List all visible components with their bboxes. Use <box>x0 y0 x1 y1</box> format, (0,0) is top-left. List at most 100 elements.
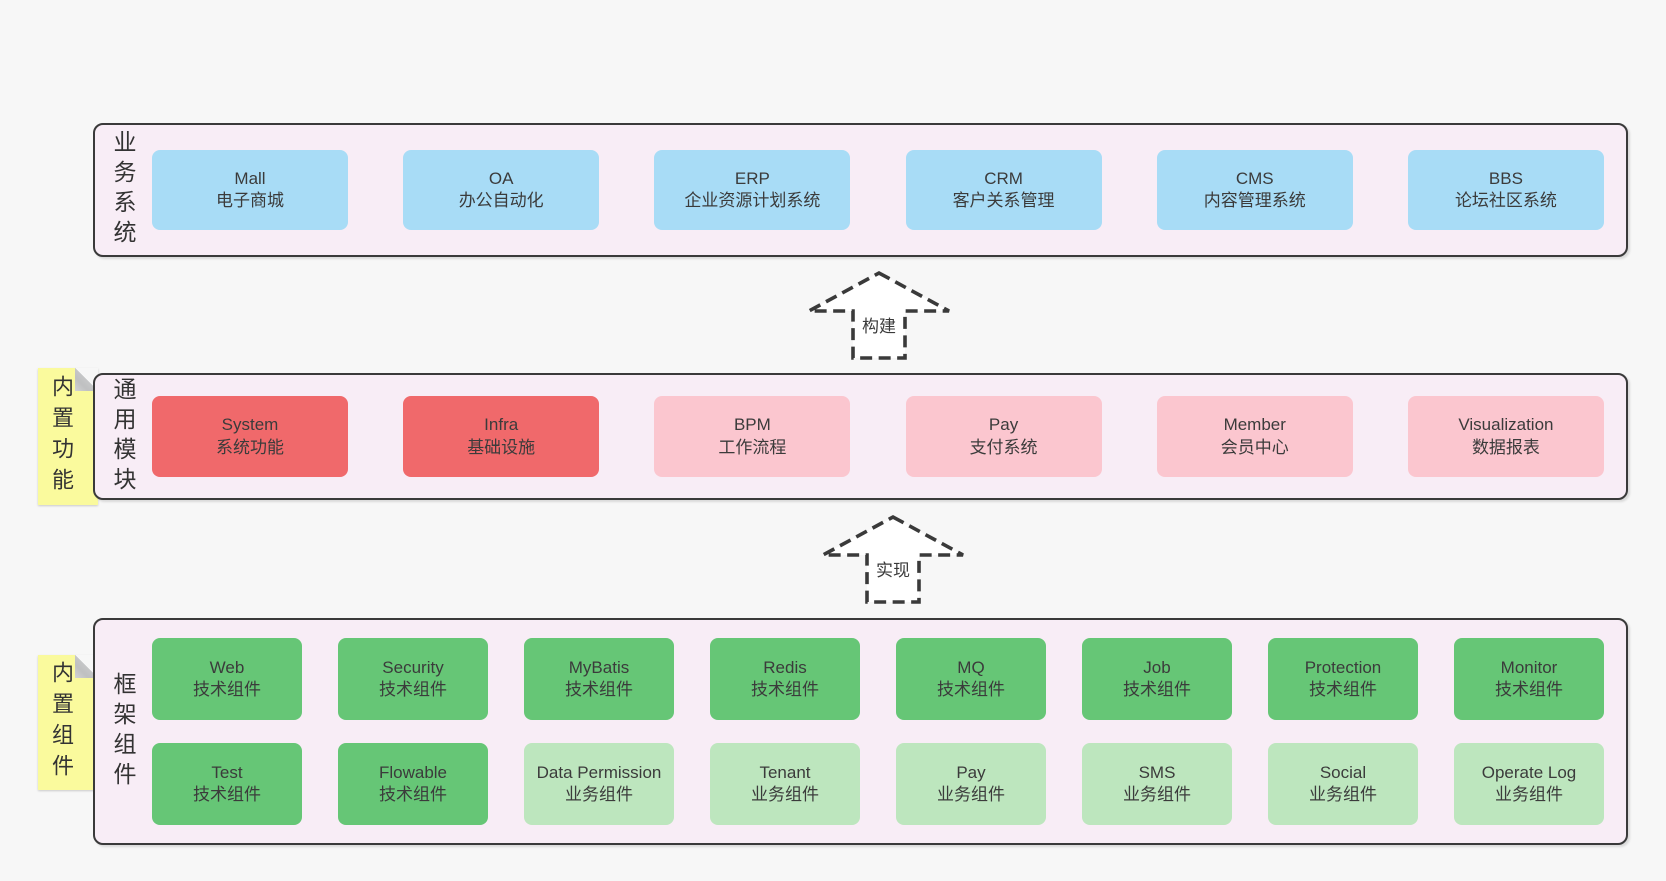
module-name: Test <box>211 762 243 782</box>
module-subtitle: 技术组件 <box>1495 680 1563 699</box>
module-name: CRM <box>984 168 1023 188</box>
module-box-tenant: Tenant 业务组件 <box>710 743 860 825</box>
module-name: ERP <box>734 168 770 188</box>
module-box-security: Security 技术组件 <box>338 638 488 720</box>
layer-business-systems: 业务系统 Mall 电子商城 OA 办公自动化 ERP 企业资源计划系统 CRM 客户关系管理… <box>93 123 1628 257</box>
layer-title-framework-components: 框架组件 <box>110 671 136 792</box>
layer-title-common-modules: 通用模块 <box>110 376 136 497</box>
module-subtitle: 业务组件 <box>1309 785 1377 804</box>
module-box-protection: Protection 技术组件 <box>1268 638 1418 720</box>
module-name: Infra <box>484 415 519 435</box>
module-name: Pay <box>956 762 986 782</box>
build-arrow-icon: 构建 <box>808 270 950 360</box>
module-box-mybatis: MyBatis 技术组件 <box>524 638 674 720</box>
module-subtitle: 技术组件 <box>937 680 1005 699</box>
module-name: Visualization <box>1458 415 1554 435</box>
module-name: Data Permission <box>536 762 662 782</box>
module-name: Protection <box>1304 657 1382 677</box>
implement-arrow-icon: 实现 <box>822 514 964 604</box>
module-name: BPM <box>733 415 771 435</box>
module-name: OA <box>488 168 514 188</box>
module-name: Mall <box>234 168 266 188</box>
module-name: MyBatis <box>568 657 630 677</box>
module-subtitle: 业务组件 <box>1123 785 1191 804</box>
module-subtitle: 技术组件 <box>379 680 447 699</box>
module-name: Tenant <box>759 762 811 782</box>
module-box-sms: SMS 业务组件 <box>1082 743 1232 825</box>
module-name: Redis <box>763 657 807 677</box>
module-box-pay: Pay 业务组件 <box>896 743 1046 825</box>
module-box-social: Social 业务组件 <box>1268 743 1418 825</box>
module-box-redis: Redis 技术组件 <box>710 638 860 720</box>
module-box-web: Web 技术组件 <box>152 638 302 720</box>
module-name: System <box>221 415 279 435</box>
module-box-mq: MQ 技术组件 <box>896 638 1046 720</box>
module-name: Member <box>1223 415 1286 435</box>
module-name: Web <box>209 657 245 677</box>
module-box-test: Test 技术组件 <box>152 743 302 825</box>
sticky-note-built-in-components: 内置组件 <box>38 655 98 790</box>
module-box-crm: CRM 客户关系管理 <box>905 150 1102 230</box>
module-box-cms: CMS 内容管理系统 <box>1156 150 1353 230</box>
folded-corner-icon <box>75 368 98 391</box>
module-name: MQ <box>957 657 985 677</box>
module-box-job: Job 技术组件 <box>1082 638 1232 720</box>
module-subtitle: 电子商城 <box>216 191 284 210</box>
module-name: CMS <box>1235 168 1274 188</box>
module-name: BBS <box>1488 168 1523 188</box>
module-subtitle: 系统功能 <box>216 437 284 457</box>
module-subtitle: 技术组件 <box>379 785 447 804</box>
module-subtitle: 技术组件 <box>751 680 819 699</box>
module-box-erp: ERP 企业资源计划系统 <box>654 150 851 230</box>
module-subtitle: 业务组件 <box>751 785 819 804</box>
module-subtitle: 基础设施 <box>467 437 536 457</box>
module-subtitle: 客户关系管理 <box>952 191 1055 210</box>
module-name: Pay <box>988 415 1019 435</box>
folded-corner-icon <box>75 655 98 678</box>
module-subtitle: 工作流程 <box>718 437 787 457</box>
module-name: Monitor <box>1500 657 1558 677</box>
module-box-mall: Mall 电子商城 <box>152 150 348 230</box>
build-arrow-label: 构建 <box>862 317 896 336</box>
module-subtitle: 技术组件 <box>1309 680 1377 699</box>
module-subtitle: 技术组件 <box>193 785 261 804</box>
module-subtitle: 内容管理系统 <box>1203 191 1306 210</box>
module-name: SMS <box>1138 762 1176 782</box>
module-subtitle: 技术组件 <box>193 680 261 699</box>
module-subtitle: 技术组件 <box>565 680 633 699</box>
sticky-note-label: 内置组件 <box>49 660 74 785</box>
module-box-flowable: Flowable 技术组件 <box>338 743 488 825</box>
module-subtitle: 业务组件 <box>937 785 1005 804</box>
module-subtitle: 业务组件 <box>1495 785 1563 804</box>
layer-title-business-systems: 业务系统 <box>110 130 136 250</box>
module-subtitle: 会员中心 <box>1220 437 1289 457</box>
implement-arrow-label: 实现 <box>876 561 910 580</box>
module-name: Social <box>1319 762 1367 782</box>
sticky-note-built-in-features: 内置功能 <box>38 368 98 505</box>
module-subtitle: 企业资源计划系统 <box>684 191 821 210</box>
module-name: Flowable <box>378 762 448 782</box>
module-subtitle: 技术组件 <box>1123 680 1191 699</box>
module-box-oa: OA 办公自动化 <box>403 150 600 230</box>
module-box-operate-log: Operate Log 业务组件 <box>1454 743 1604 825</box>
sticky-note-label: 内置功能 <box>49 374 74 499</box>
module-name: Operate Log <box>1481 762 1577 782</box>
module-box-monitor: Monitor 技术组件 <box>1454 638 1604 720</box>
module-subtitle: 办公自动化 <box>458 191 544 210</box>
module-name: Job <box>1143 657 1171 677</box>
module-subtitle: 数据报表 <box>1471 437 1540 457</box>
module-name: Security <box>382 657 444 677</box>
business-systems-boxes: Mall 电子商城 OA 办公自动化 ERP 企业资源计划系统 CRM 客户关系管理 CMS 内容… <box>134 150 1626 230</box>
